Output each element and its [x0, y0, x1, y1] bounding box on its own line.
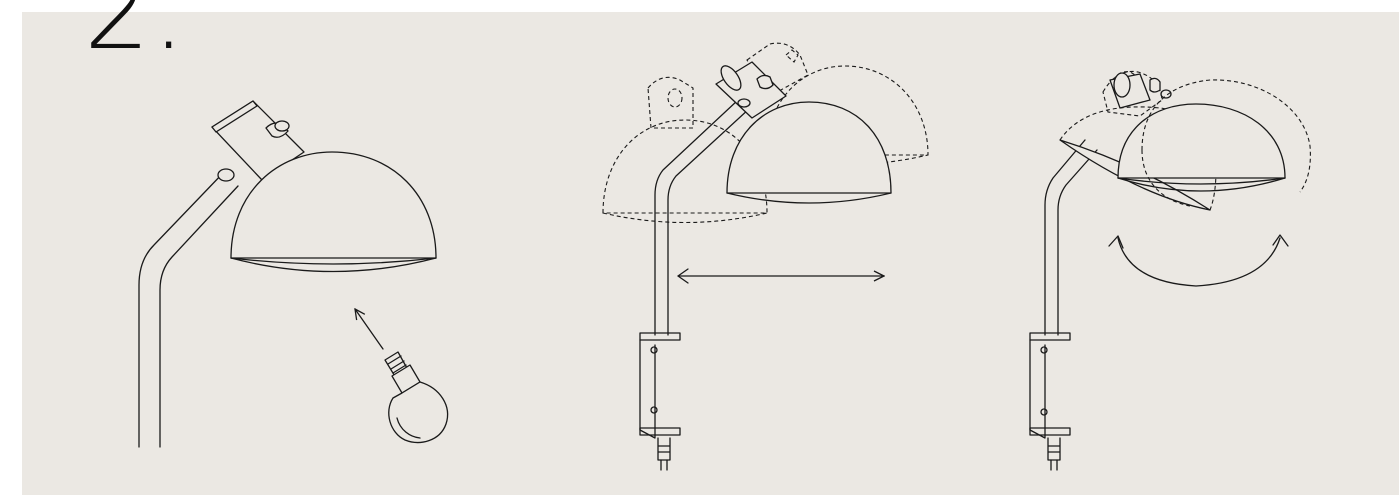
bulb-install-illustration — [138, 100, 449, 448]
lamp-stem-icon — [654, 99, 751, 336]
lamp-stem-icon — [138, 170, 239, 448]
lamp-head-icon — [715, 61, 787, 119]
lamp-shade-icon — [1117, 103, 1286, 192]
horizontal-adjust-illustration — [602, 42, 929, 471]
wall-bracket-icon — [639, 332, 681, 471]
lamp-head-icon — [211, 100, 305, 182]
ghost-shade-icon — [1141, 79, 1311, 207]
tilt-adjust-illustration — [1029, 70, 1311, 471]
lamp-stem-icon — [1044, 139, 1098, 336]
lamp-head-icon — [1109, 72, 1172, 109]
step-number: 2. — [84, 0, 188, 73]
lamp-shade-icon — [230, 151, 437, 273]
insert-arrow-icon — [355, 309, 384, 350]
bulb-icon — [384, 351, 449, 444]
lamp-shade-icon — [726, 101, 892, 204]
wall-bracket-icon — [1029, 332, 1071, 471]
rotate-arrow-icon — [1108, 234, 1289, 287]
